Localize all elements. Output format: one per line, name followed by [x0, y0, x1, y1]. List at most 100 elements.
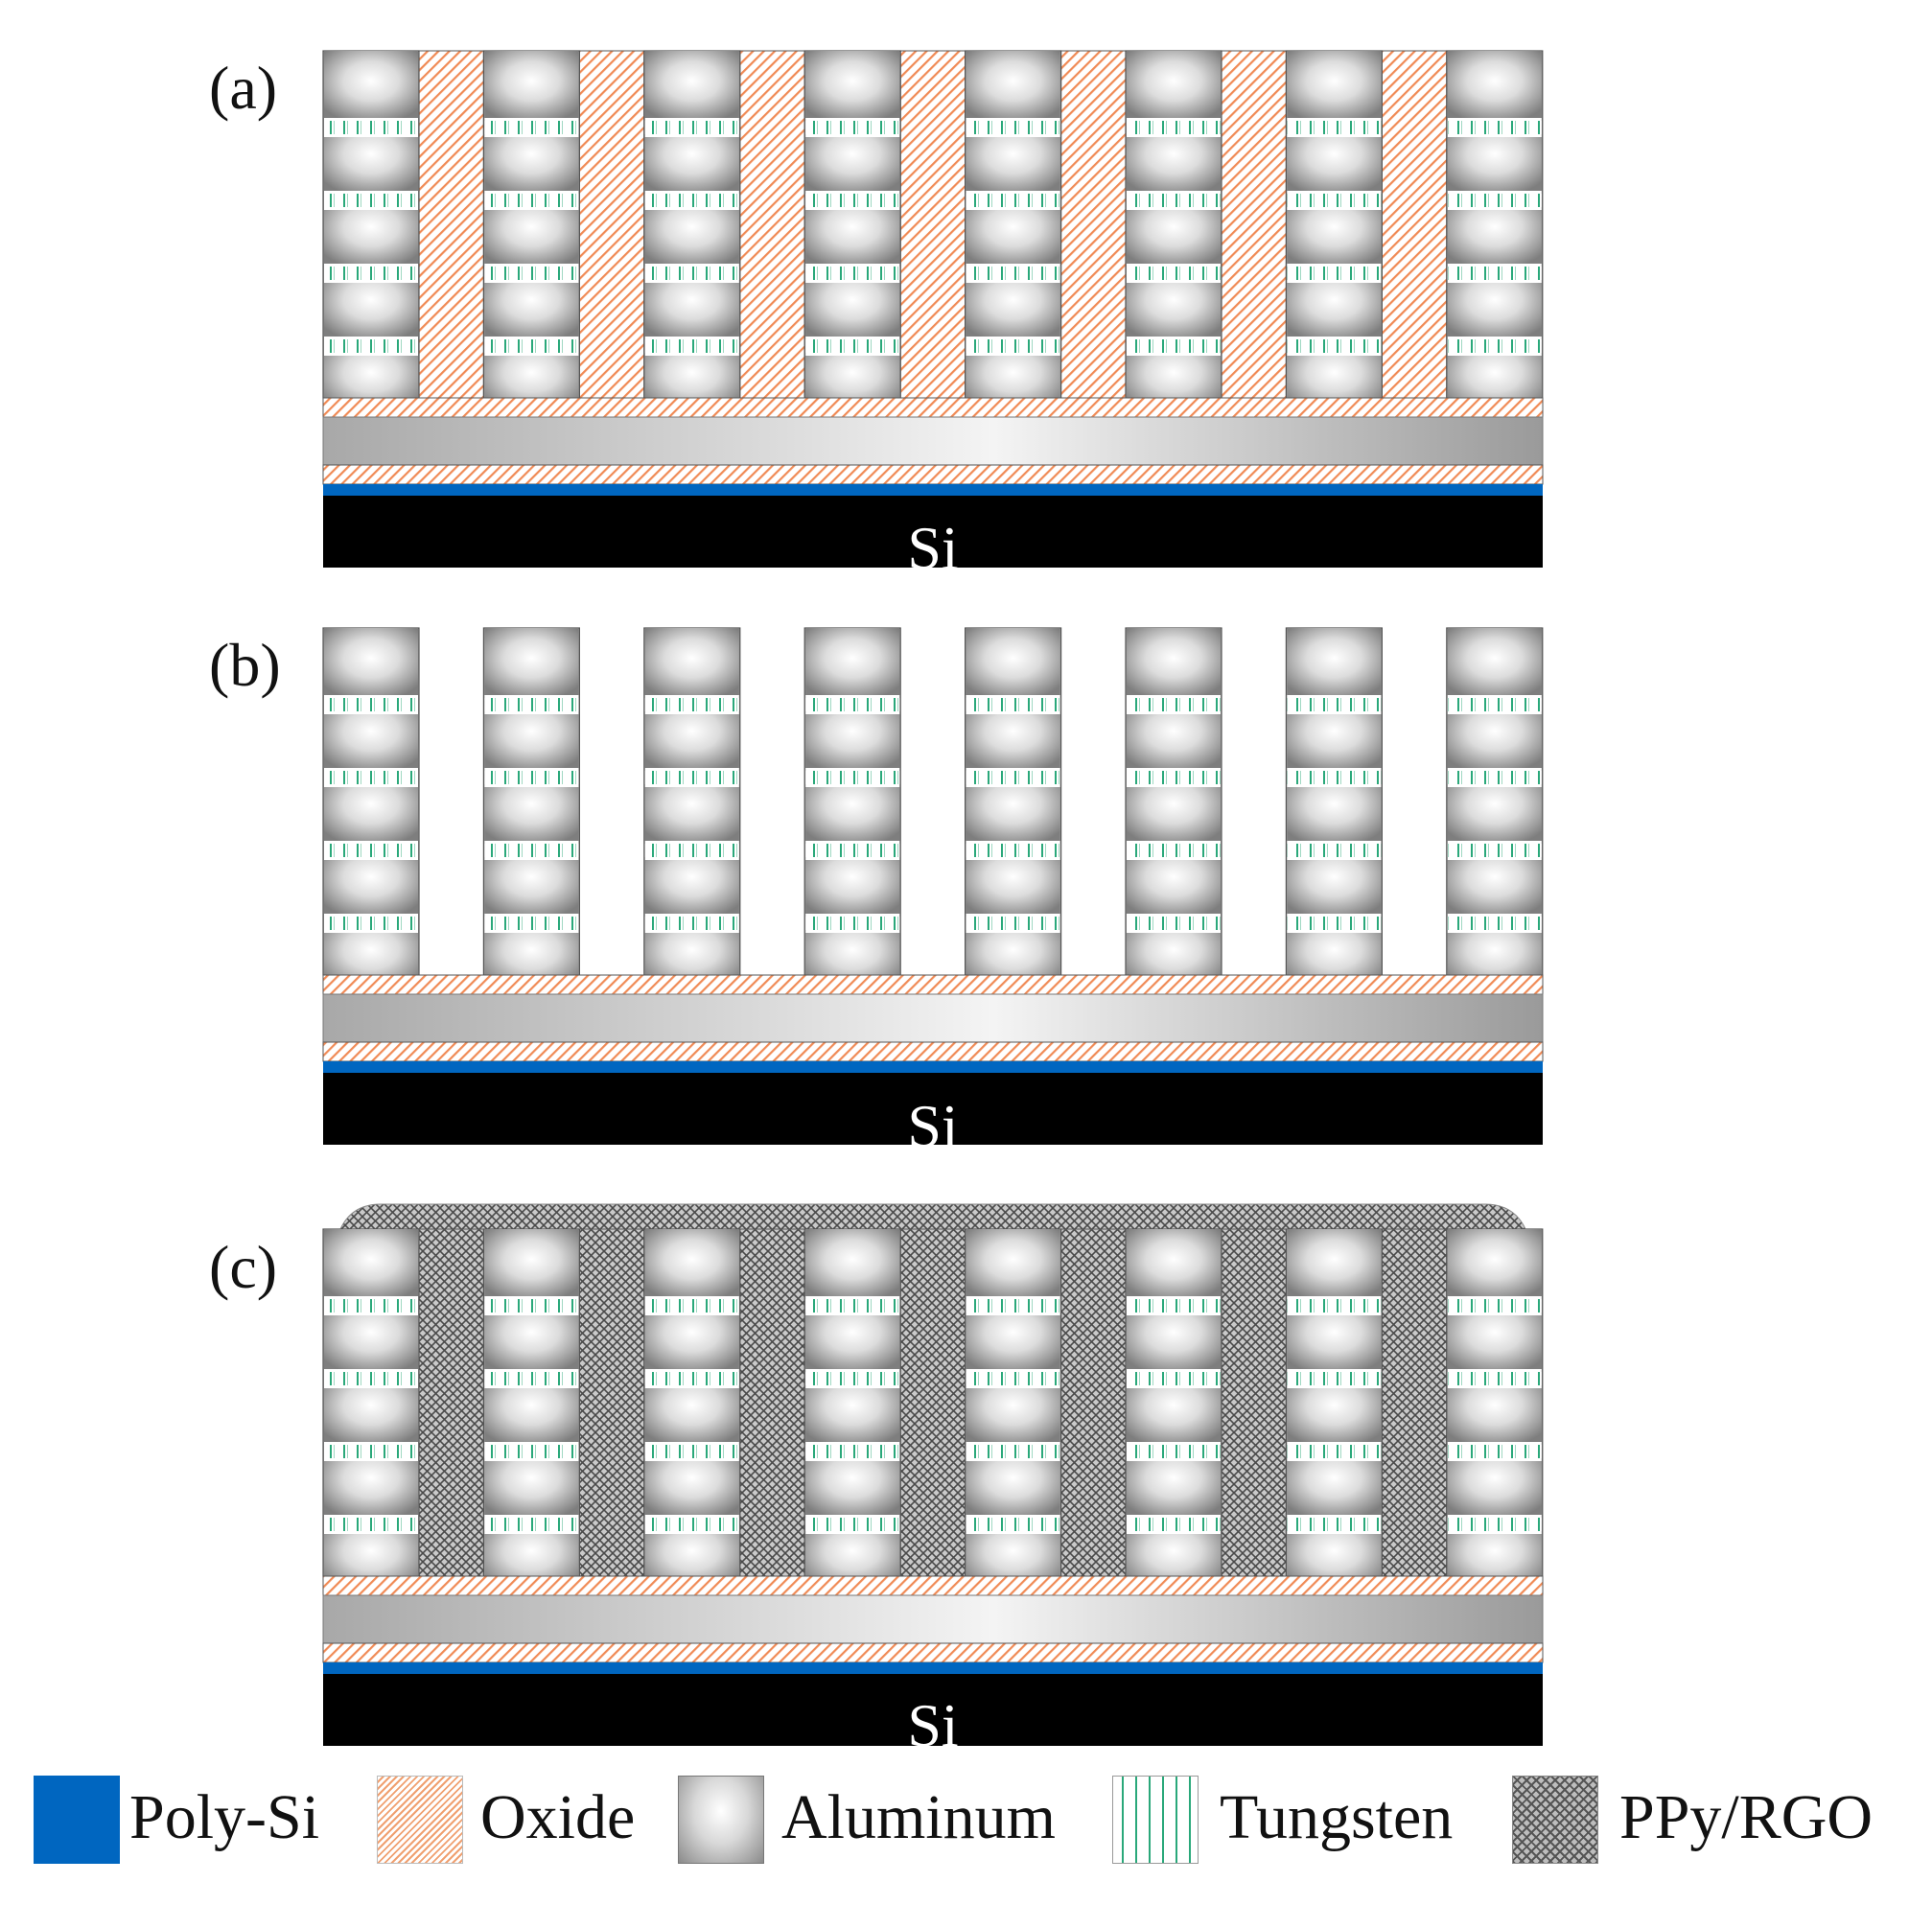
tungsten-band — [1447, 844, 1542, 857]
column — [643, 50, 741, 409]
panel-2 — [322, 627, 1544, 1145]
tungsten-band — [1287, 917, 1382, 930]
legend-label-ppy-rgo: PPy/RGO — [1619, 1782, 1874, 1852]
aluminum-cell — [324, 628, 418, 695]
tungsten-band — [644, 1299, 739, 1313]
oxide-gap-fill — [1381, 50, 1448, 399]
tungsten-band — [644, 339, 739, 353]
column — [482, 50, 580, 409]
tungsten-band — [1287, 267, 1382, 280]
panel-label-c: (c) — [209, 1233, 278, 1301]
tungsten-band — [805, 1445, 900, 1458]
poly-si-swatch-icon — [34, 1776, 120, 1864]
tungsten-band — [484, 1445, 579, 1458]
tungsten-band — [484, 1518, 579, 1531]
tungsten-band — [1127, 267, 1221, 280]
tungsten-band — [484, 698, 579, 711]
aluminum-cell — [1287, 51, 1382, 118]
tungsten-band — [1447, 1518, 1542, 1531]
tungsten-band — [1447, 1445, 1542, 1458]
oxide-layer-bottom — [322, 1041, 1544, 1062]
tungsten-band — [1127, 771, 1221, 784]
column — [1125, 627, 1222, 987]
tungsten-band — [805, 698, 900, 711]
tungsten-band — [1287, 194, 1382, 207]
tungsten-band — [1127, 698, 1221, 711]
tungsten-band — [1127, 1518, 1221, 1531]
legend-label-poly-si: Poly-Si — [129, 1782, 320, 1852]
aluminum-cell — [805, 1229, 900, 1296]
si-substrate — [323, 1073, 1543, 1145]
tungsten-band — [1127, 121, 1221, 134]
tungsten-band — [324, 1372, 418, 1385]
ppy-rgo-gap-fill — [1060, 1228, 1127, 1577]
column — [1446, 1228, 1544, 1588]
tungsten-band — [484, 917, 579, 930]
aluminum-cell — [1287, 1229, 1382, 1296]
aluminum-cell — [1447, 51, 1542, 118]
substrate-label-a: Si — [907, 514, 959, 582]
tungsten-band — [966, 194, 1060, 207]
tungsten-band — [644, 698, 739, 711]
aluminum-cell — [1127, 628, 1221, 695]
aluminum-cell — [484, 51, 579, 118]
tungsten-band — [324, 121, 418, 134]
aluminum-cell — [644, 1229, 739, 1296]
poly-si-layer — [323, 1061, 1543, 1073]
tungsten-band — [1287, 771, 1382, 784]
tungsten-band — [805, 121, 900, 134]
tungsten-band — [1447, 771, 1542, 784]
aluminum-cell — [966, 51, 1060, 118]
tungsten-band — [1127, 339, 1221, 353]
aluminum-layer — [322, 416, 1544, 466]
oxide-layer-bottom — [322, 1642, 1544, 1663]
aluminum-cell — [805, 628, 900, 695]
legend-label-tungsten: Tungsten — [1220, 1782, 1454, 1852]
panel-1 — [322, 50, 1544, 568]
aluminum-cell — [324, 1229, 418, 1296]
column — [964, 627, 1062, 987]
tungsten-band — [966, 1445, 1060, 1458]
tungsten-band — [805, 1372, 900, 1385]
tungsten-band — [484, 844, 579, 857]
tungsten-band — [1287, 1445, 1382, 1458]
aluminum-cell — [1287, 628, 1382, 695]
panels-layer — [322, 50, 1544, 1746]
tungsten-band — [1287, 121, 1382, 134]
oxide-gap-fill — [1221, 50, 1287, 399]
panel-label-b: (b) — [209, 631, 281, 699]
ppy-rgo-swatch-icon — [1512, 1776, 1598, 1864]
aluminum-cell — [324, 51, 418, 118]
tungsten-band — [1127, 1299, 1221, 1313]
tungsten-band — [1287, 698, 1382, 711]
tungsten-band — [966, 844, 1060, 857]
tungsten-band — [484, 1299, 579, 1313]
tungsten-band — [1127, 1445, 1221, 1458]
oxide-gap-fill — [1060, 50, 1127, 399]
legend-label-oxide: Oxide — [480, 1782, 636, 1852]
tungsten-band — [324, 194, 418, 207]
tungsten-band — [805, 267, 900, 280]
si-substrate — [323, 496, 1543, 568]
aluminum-layer — [322, 1594, 1544, 1644]
tungsten-swatch-icon — [1112, 1776, 1199, 1864]
tungsten-band — [1287, 1372, 1382, 1385]
ppy-rgo-gap-fill — [1221, 1228, 1287, 1577]
tungsten-band — [1447, 1372, 1542, 1385]
tungsten-band — [966, 771, 1060, 784]
tungsten-band — [1287, 1518, 1382, 1531]
aluminum-cell — [966, 1229, 1060, 1296]
ppy-rgo-cap — [339, 1203, 1526, 1230]
tungsten-band — [324, 1445, 418, 1458]
tungsten-band — [966, 698, 1060, 711]
tungsten-band — [1447, 194, 1542, 207]
tungsten-band — [644, 267, 739, 280]
poly-si-layer — [323, 484, 1543, 496]
column — [964, 1228, 1062, 1588]
ppy-rgo-gap-fill — [578, 1228, 645, 1577]
oxide-layer-top — [322, 397, 1544, 418]
tungsten-band — [805, 1518, 900, 1531]
oxide-gap-fill — [899, 50, 966, 399]
tungsten-band — [484, 1372, 579, 1385]
